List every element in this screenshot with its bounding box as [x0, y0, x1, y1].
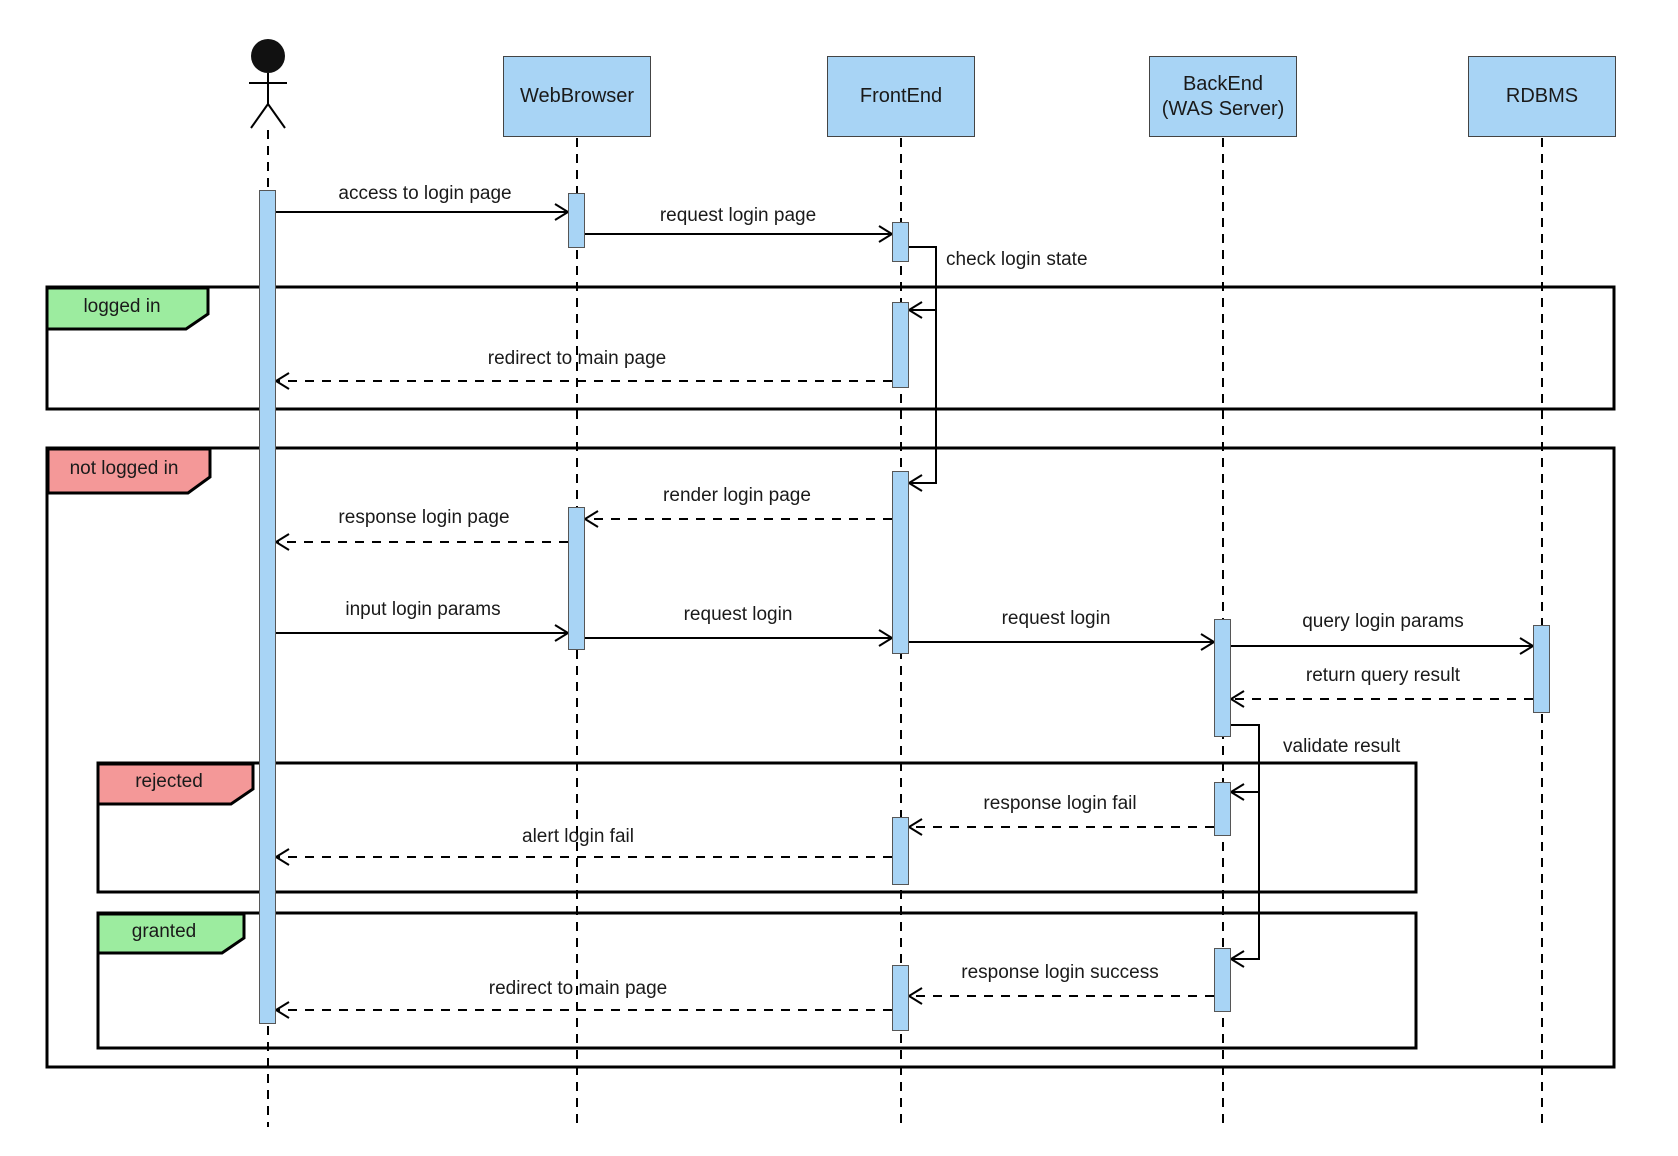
message-label-response-login-fail: response login fail	[983, 793, 1137, 814]
activation-webbrowser-2	[568, 507, 585, 650]
message-label-access-to-login-page: access to login page	[338, 183, 512, 204]
frame-pentagon-logged-in	[45, 286, 210, 331]
arrow-input-login-params	[276, 624, 570, 642]
message-label-request-login-page: request login page	[659, 205, 817, 226]
participant-rdbms-label: RDBMS	[1505, 85, 1579, 107]
message-label-redirect-to-main-page-1: redirect to main page	[487, 348, 667, 369]
activation-rdbms-1	[1533, 625, 1550, 713]
frame-label-not-logged-in: not logged in	[69, 458, 179, 479]
activation-frontend-4	[892, 817, 909, 885]
arrow-response-login-page	[274, 533, 568, 551]
frame-label-rejected: rejected	[135, 771, 203, 792]
participant-backend-label: BackEnd	[1182, 72, 1264, 95]
activation-frontend-5	[892, 965, 909, 1031]
arrow-query-login-params	[1231, 637, 1535, 655]
message-label-response-login-page: response login page	[338, 507, 510, 528]
message-label-alert-login-fail: alert login fail	[522, 826, 634, 847]
frame-label-granted: granted	[131, 921, 197, 942]
frame-pentagons	[45, 286, 255, 955]
arrow-validate-result-self	[1229, 724, 1260, 968]
participant-backend: BackEnd (WAS Server)	[1149, 56, 1297, 137]
activation-frontend-1	[892, 222, 909, 262]
frame-label-logged-in: logged in	[83, 296, 161, 317]
arrow-alert-login-fail	[274, 848, 892, 866]
activation-backend-2	[1214, 782, 1231, 836]
arrow-access-to-login-page	[276, 203, 570, 221]
message-label-validate-result: validate result	[1283, 736, 1401, 757]
frame-borders	[45, 285, 1616, 1069]
participant-frontend: FrontEnd	[827, 56, 975, 137]
actor-icon	[249, 39, 287, 129]
activation-user	[259, 190, 276, 1024]
frame-pentagon-rejected	[96, 762, 255, 806]
activation-backend-1	[1214, 619, 1231, 737]
activation-backend-3	[1214, 948, 1231, 1012]
activation-frontend-2	[892, 302, 909, 388]
frame-pentagon-granted	[96, 912, 246, 955]
participant-rdbms: RDBMS	[1468, 56, 1616, 137]
frame-pentagon-not-logged-in	[46, 447, 212, 495]
arrow-response-login-fail	[907, 818, 1214, 836]
message-label-return-query-result: return query result	[1305, 665, 1461, 686]
activation-frontend-3	[892, 471, 909, 654]
participant-webbrowser: WebBrowser	[503, 56, 651, 137]
arrow-render-login-page	[583, 510, 892, 528]
message-label-redirect-to-main-page-2: redirect to main page	[488, 978, 668, 999]
message-label-response-login-success: response login success	[961, 962, 1159, 983]
participant-frontend-label: FrontEnd	[859, 85, 943, 107]
frame-logged-in	[45, 285, 1616, 411]
arrow-request-login-2	[909, 633, 1216, 651]
activation-webbrowser-1	[568, 193, 585, 248]
arrow-request-login-1	[585, 629, 894, 647]
arrow-redirect-to-main-page-2	[274, 1001, 892, 1019]
arrow-response-login-success	[907, 987, 1214, 1005]
message-label-request-login-1: request login	[683, 604, 793, 625]
dashed-arrows	[274, 372, 1533, 1019]
message-label-check-login-state: check login state	[946, 249, 1088, 270]
message-label-render-login-page: render login page	[663, 485, 811, 506]
frame-not-logged-in	[45, 446, 1616, 1069]
participant-backend-sublabel: (WAS Server)	[1161, 97, 1285, 120]
participant-webbrowser-label: WebBrowser	[519, 85, 635, 107]
frame-rejected	[96, 761, 1418, 894]
frame-granted	[96, 911, 1418, 1050]
message-label-query-login-params: query login params	[1302, 611, 1464, 632]
arrow-redirect-to-main-page-1	[274, 372, 892, 390]
arrow-request-login-page	[585, 225, 894, 243]
message-label-input-login-params: input login params	[345, 599, 501, 620]
arrow-return-query-result	[1229, 690, 1533, 708]
message-label-request-login-2: request login	[1001, 608, 1111, 629]
arrow-check-login-state-self	[907, 246, 937, 492]
